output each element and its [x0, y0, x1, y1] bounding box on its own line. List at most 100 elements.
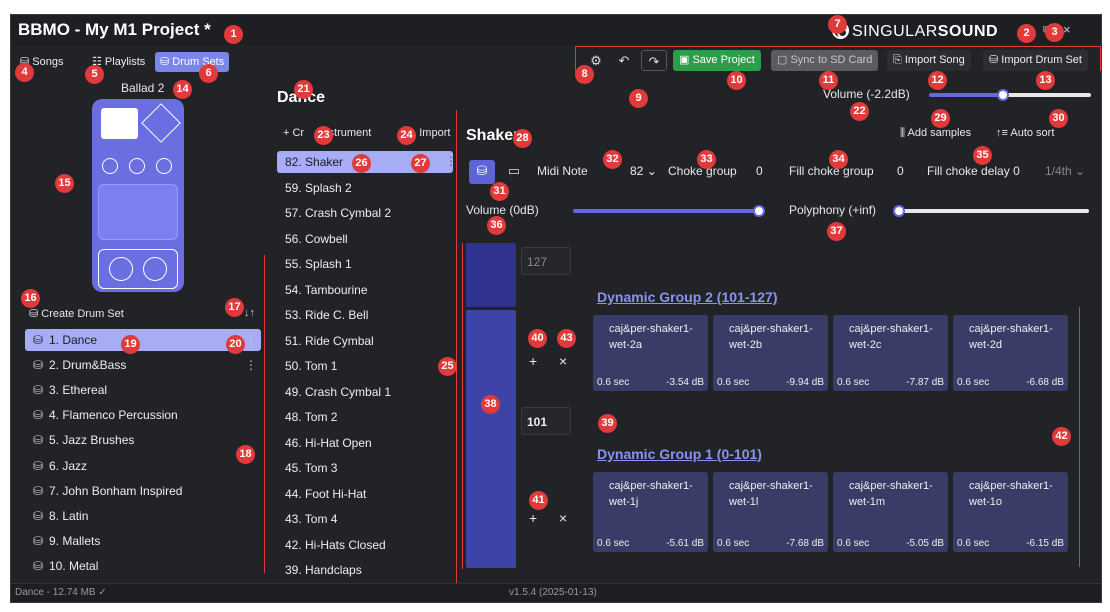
tab-playlists[interactable]: ☷ Playlists — [92, 56, 146, 68]
create-drum-set-button[interactable]: ⛁ Create Drum Set — [29, 308, 124, 320]
midi-note-select[interactable]: 82 ⌄ — [630, 164, 657, 178]
instrument-item[interactable]: 43. Tom 4 — [285, 512, 338, 526]
instrument-item[interactable]: 44. Foot Hi-Hat — [285, 486, 367, 501]
close-icon[interactable]: × — [1063, 22, 1071, 37]
instrument-item[interactable]: 45. Tom 3 — [285, 461, 338, 475]
instrument-item[interactable]: 48. Tom 2 — [285, 410, 338, 424]
sync-sd-card-button[interactable]: ▢ Sync to SD Card — [771, 50, 879, 71]
drum-set-item[interactable]: ⛁8. Latin — [25, 505, 261, 527]
drum-set-item[interactable]: ⛁9. Mallets — [25, 530, 261, 552]
sample-duration: 0.6 sec — [837, 538, 870, 549]
save-project-button[interactable]: ▣ Save Project — [673, 50, 761, 71]
import-drum-set-button[interactable]: ⛁ Import Drum Set — [983, 50, 1088, 71]
undo-icon[interactable]: ↶ — [618, 53, 630, 68]
drum-set-item[interactable]: ⛁3. Ethereal — [25, 379, 261, 401]
drum-set-item[interactable]: ⛁4. Flamenco Percussion — [25, 404, 261, 426]
instrument-item[interactable]: 39. Handclaps — [285, 563, 362, 577]
drum-icon: ⛁ — [33, 558, 44, 573]
velocity-top-input[interactable]: 127 — [521, 247, 571, 275]
drum-set-label: 7. John Bonham Inspired — [49, 483, 183, 498]
instrument-item[interactable]: 51. Ride Cymbal — [285, 333, 374, 348]
add-samples-button[interactable]: ⫼ Add samples — [900, 127, 972, 139]
callout-badge: 2 — [1017, 24, 1036, 43]
velocity-zone-2[interactable] — [466, 243, 516, 307]
callout-badge: 4 — [15, 63, 34, 82]
drum-set-item[interactable]: ⛁1. Dance⋮ — [25, 329, 261, 351]
import-instrument-button[interactable]: Import — [419, 127, 451, 139]
polyphony-slider[interactable] — [893, 205, 905, 217]
instrument-item[interactable]: 50. Tom 1 — [285, 359, 338, 373]
fill-choke-delay-unit-select[interactable]: 1/4th ⌄ — [1045, 164, 1086, 178]
delete-group-button[interactable]: × — [559, 353, 568, 369]
delete-group-button[interactable]: × — [559, 510, 568, 526]
toolbar-frame — [575, 46, 1101, 71]
instrument-item[interactable]: 55. Splash 1 — [285, 257, 352, 271]
drum-set-item[interactable]: ⛁5. Jazz Brushes — [25, 429, 261, 451]
gear-icon[interactable]: ⚙ — [590, 53, 602, 68]
drum-set-label: 10. Metal — [49, 558, 99, 573]
callout-badge: 20 — [226, 335, 245, 354]
polyphony-track — [899, 209, 1089, 213]
drum-mode-icon[interactable]: ⛁ — [469, 160, 495, 184]
sample-duration: 0.6 sec — [717, 377, 750, 388]
import-song-button[interactable]: ⎘ Import Song — [887, 50, 971, 71]
instrument-item[interactable]: 49. Crash Cymbal 1 — [285, 384, 392, 399]
master-volume-slider[interactable] — [997, 89, 1009, 101]
instrument-item[interactable]: 56. Cowbell — [285, 231, 348, 246]
instrument-item[interactable]: 46. Hi-Hat Open — [285, 435, 372, 450]
instrument-item[interactable]: 53. Ride C. Bell — [285, 308, 369, 322]
redo-icon[interactable]: ↷ — [641, 50, 667, 71]
more-options-icon[interactable]: ⋮ — [245, 358, 257, 373]
add-group-button[interactable]: + — [529, 353, 538, 369]
drum-set-item[interactable]: ⛁6. Jazz — [25, 455, 261, 477]
drum-set-label: 6. Jazz — [49, 458, 88, 473]
instrument-item[interactable]: 42. Hi-Hats Closed — [285, 537, 386, 552]
callout-badge: 42 — [1052, 427, 1071, 446]
footswitch-icon — [143, 257, 167, 281]
choke-group-label: Choke group — [668, 164, 737, 178]
sample-duration: 0.6 sec — [597, 538, 630, 549]
tab-drum-sets[interactable]: ⛁ Drum Sets — [155, 52, 230, 72]
instrument-item[interactable]: 59. Splash 2 — [285, 180, 352, 195]
fill-choke-group-input[interactable]: 0 — [897, 164, 904, 178]
footswitch-area — [98, 249, 178, 289]
more-options-icon[interactable]: ⋮ — [245, 333, 257, 347]
instrument-item[interactable]: 54. Tambourine — [285, 282, 368, 297]
drum-icon: ⛁ — [33, 358, 44, 373]
tab-songs[interactable]: ⛁ Songs — [20, 56, 64, 68]
drum-icon: ⛁ — [33, 508, 44, 523]
selected-drum-set-name: Ballad 2 — [121, 81, 165, 95]
dynamic-group-title[interactable]: Dynamic Group 1 (0-101) — [597, 446, 762, 462]
choke-group-input[interactable]: 0 — [756, 164, 763, 178]
drum-set-item[interactable]: ⛁7. John Bonham Inspired — [25, 480, 261, 502]
drum-set-item[interactable]: ⛁ 10. Metal — [25, 555, 261, 577]
instrument-volume-slider[interactable] — [753, 205, 765, 217]
sort-icon[interactable]: ↓↑ — [244, 307, 255, 319]
midi-mode-icon[interactable]: ▭ — [507, 163, 521, 178]
callout-badge: 22 — [850, 102, 869, 121]
add-group-button[interactable]: + — [529, 510, 538, 526]
sample-gain: -6.15 dB — [1026, 538, 1064, 549]
dynamic-group-title[interactable]: Dynamic Group 2 (101-127) — [597, 289, 778, 305]
sample-name: caj&per-shaker1-wet-1o — [969, 480, 1053, 508]
master-volume-label: Volume (-2.2dB) — [823, 87, 910, 101]
callout-badge: 12 — [928, 71, 947, 90]
sample-gain: -7.68 dB — [786, 538, 824, 549]
velocity-zone-1[interactable] — [466, 310, 516, 568]
callout-badge: 7 — [828, 15, 847, 34]
auto-sort-button[interactable]: ↑≡ Auto sort — [996, 127, 1055, 139]
instrument-item[interactable]: 57. Crash Cymbal 2 — [285, 206, 392, 220]
knob-icon — [129, 158, 145, 174]
sample-duration: 0.6 sec — [957, 377, 990, 388]
more-options-icon[interactable]: ⋮ — [445, 154, 457, 168]
drum-set-item[interactable]: ⛁2. Drum&Bass⋮ — [25, 354, 261, 376]
velocity-split-input[interactable]: 101 — [521, 407, 571, 435]
